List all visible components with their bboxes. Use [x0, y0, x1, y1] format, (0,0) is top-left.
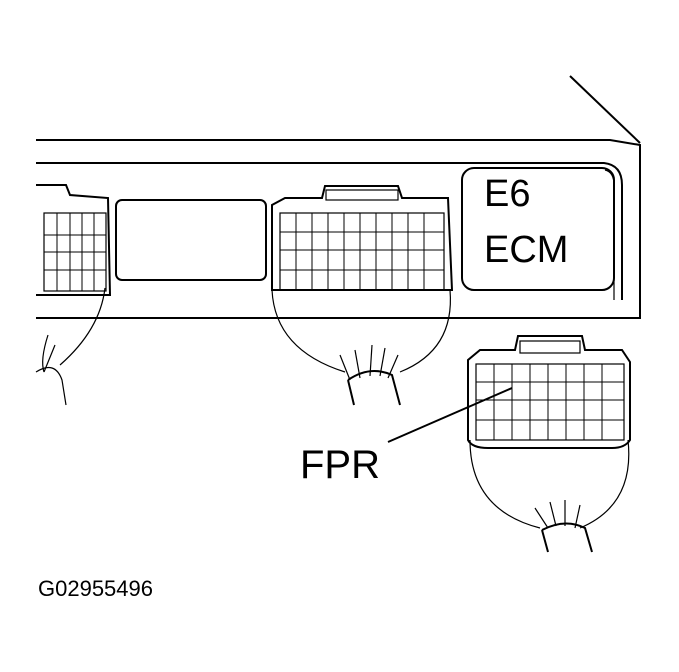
- connector-id-label: E6: [484, 173, 530, 215]
- fpr-leader-line: [387, 387, 513, 443]
- ecm-unit-label: ECM: [484, 229, 568, 271]
- fpr-terminal-label: FPR: [300, 443, 380, 487]
- ecm-label-panel: E6 ECM: [461, 167, 615, 291]
- blank-cover: [115, 199, 267, 281]
- figure-code: G02955496: [38, 576, 153, 601]
- center-connector: [271, 185, 454, 406]
- ecm-housing: [36, 75, 641, 319]
- fpr-callout: FPR: [300, 387, 513, 487]
- detached-connector: [467, 335, 631, 553]
- left-connector: [35, 184, 112, 406]
